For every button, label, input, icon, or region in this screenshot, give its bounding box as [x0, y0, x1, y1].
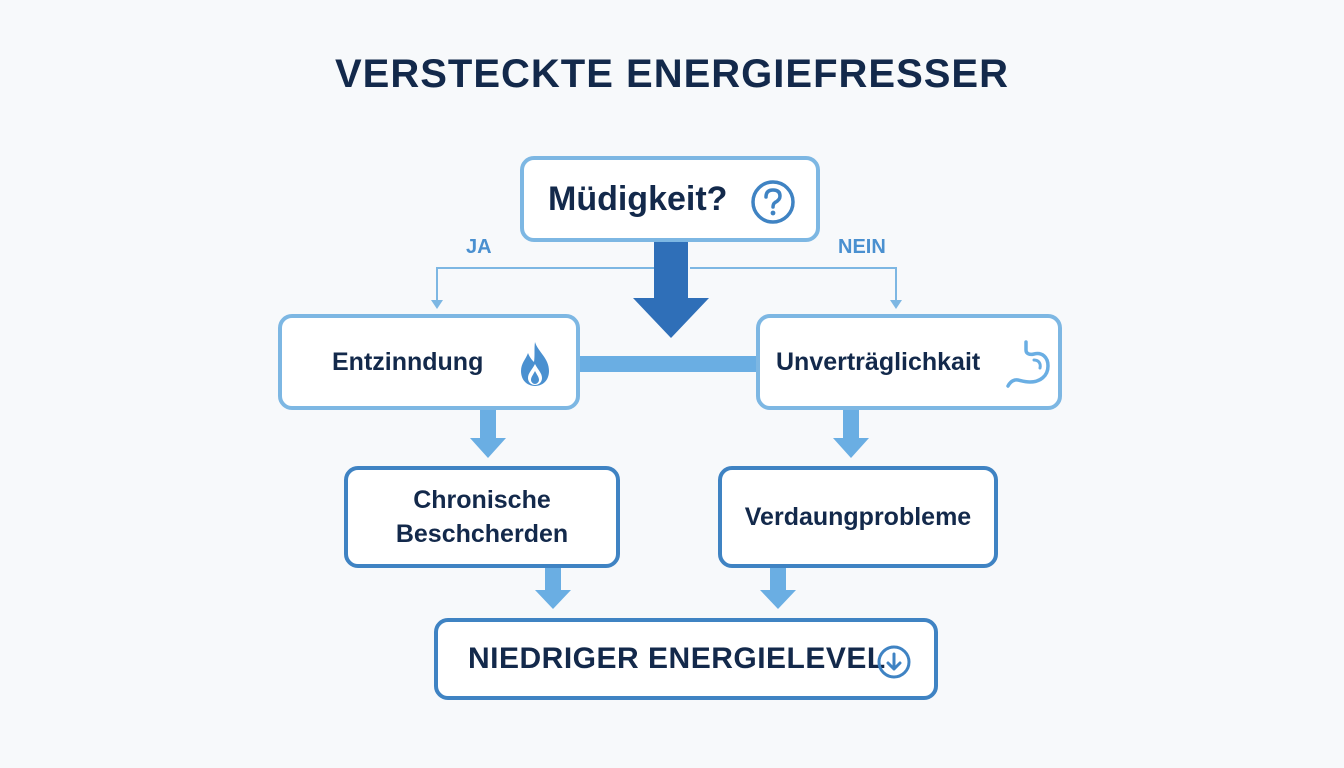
node-left-label: Entzinndung — [332, 347, 484, 376]
diagram-title: VERSTECKTE ENERGIEFRESSER — [334, 52, 1009, 96]
node-right: Unverträglichkait — [756, 314, 1062, 410]
arrow-right-head — [833, 438, 869, 458]
node-right-sub-label: Verdaungprobleme — [744, 502, 972, 531]
branch-arrowhead-yes — [431, 300, 443, 309]
branch-label-yes: JA — [466, 236, 492, 258]
branch-line-no — [690, 267, 897, 300]
node-left-sub: Chronische Beschcherden — [344, 466, 620, 568]
arrow-down-circle-icon — [877, 645, 911, 679]
main-arrow-head — [633, 298, 709, 338]
arrow-left-head — [470, 438, 506, 458]
branch-arrowhead-no — [890, 300, 902, 309]
question-icon — [751, 180, 795, 224]
arrow-left-sub-head — [535, 590, 571, 609]
main-arrow-shaft — [654, 242, 688, 298]
flame-icon — [521, 342, 549, 386]
node-left: Entzinndung — [278, 314, 580, 410]
node-result: NIEDRIGER ENERGIELEVEL — [434, 618, 938, 700]
arrow-left-shaft — [480, 410, 496, 438]
connector-bar — [580, 356, 758, 372]
arrow-left-sub-shaft — [545, 568, 561, 590]
node-right-sub: Verdaungprobleme — [718, 466, 998, 568]
node-right-label: Unverträglichkait — [776, 347, 981, 376]
node-start: Müdigkeit? — [520, 156, 820, 242]
arrow-right-sub-shaft — [770, 568, 786, 590]
node-left-sub-label: Chronische Beschcherden — [395, 486, 569, 548]
node-start-label: Müdigkeit? — [548, 179, 728, 218]
node-result-label: NIEDRIGER ENERGIELEVEL — [468, 642, 886, 675]
branch-line-yes — [436, 267, 660, 300]
stomach-icon — [1006, 340, 1050, 388]
arrow-right-sub-head — [760, 590, 796, 609]
branch-label-no: NEIN — [838, 236, 886, 258]
arrow-right-shaft — [843, 410, 859, 438]
